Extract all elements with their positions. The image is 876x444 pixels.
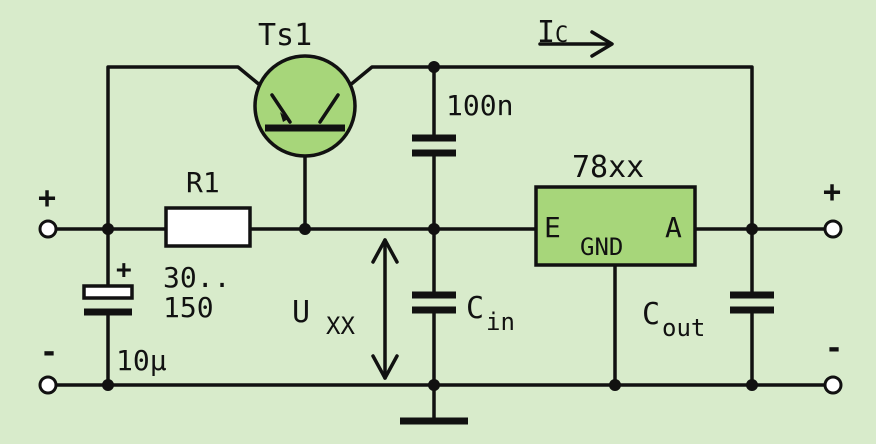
terminal-in-plus <box>38 219 58 239</box>
label-plus-left: + <box>38 181 56 216</box>
uxx-arrow <box>371 238 399 380</box>
label-reg-a: A <box>665 211 682 244</box>
label-reg-gnd: GND <box>580 233 623 261</box>
label-minus-left: - <box>40 335 58 370</box>
label-elko-plus: + <box>116 255 132 285</box>
label-100n: 100n <box>446 89 513 122</box>
label-cin-main: C <box>466 291 484 326</box>
label-cin-sub: in <box>486 308 515 336</box>
capacitor-cout <box>730 291 774 314</box>
label-10u: 10µ <box>116 344 167 377</box>
capacitor-cin <box>412 291 456 314</box>
resistor-r1 <box>164 206 252 248</box>
regulator-78xx <box>534 185 697 267</box>
terminal-out-minus <box>823 375 843 395</box>
capacitor-electrolytic <box>82 284 134 316</box>
terminal-out-plus <box>823 219 843 239</box>
label-78xx: 78xx <box>572 150 644 185</box>
wire-emitter <box>106 65 274 231</box>
label-cout-main: C <box>642 297 660 332</box>
label-minus-right: - <box>825 331 843 366</box>
capacitor-100n <box>412 134 456 157</box>
label-r1: R1 <box>186 166 220 199</box>
transistor-emitter-lead <box>270 93 292 124</box>
label-uxx-sub: XX <box>326 312 355 340</box>
transistor-collector-lead <box>318 93 340 124</box>
label-uxx-main: U <box>292 295 310 330</box>
ic-arrow <box>538 30 614 58</box>
wire-collector <box>336 65 754 231</box>
label-ic-main: I <box>537 15 555 50</box>
label-r-range-2: 150 <box>163 291 214 324</box>
label-plus-right: + <box>823 175 841 210</box>
label-cout-sub: out <box>662 314 705 342</box>
transistor-ts1 <box>253 54 357 158</box>
transistor-emitter-arrow <box>280 112 288 122</box>
label-ts1: Ts1 <box>258 18 312 53</box>
terminals <box>38 219 843 395</box>
label-ic-sub: C <box>555 23 568 48</box>
terminal-in-minus <box>38 375 58 395</box>
junction-dots <box>102 61 758 391</box>
label-reg-e: E <box>544 211 561 244</box>
label-r-range-1: 30.. <box>163 261 230 294</box>
